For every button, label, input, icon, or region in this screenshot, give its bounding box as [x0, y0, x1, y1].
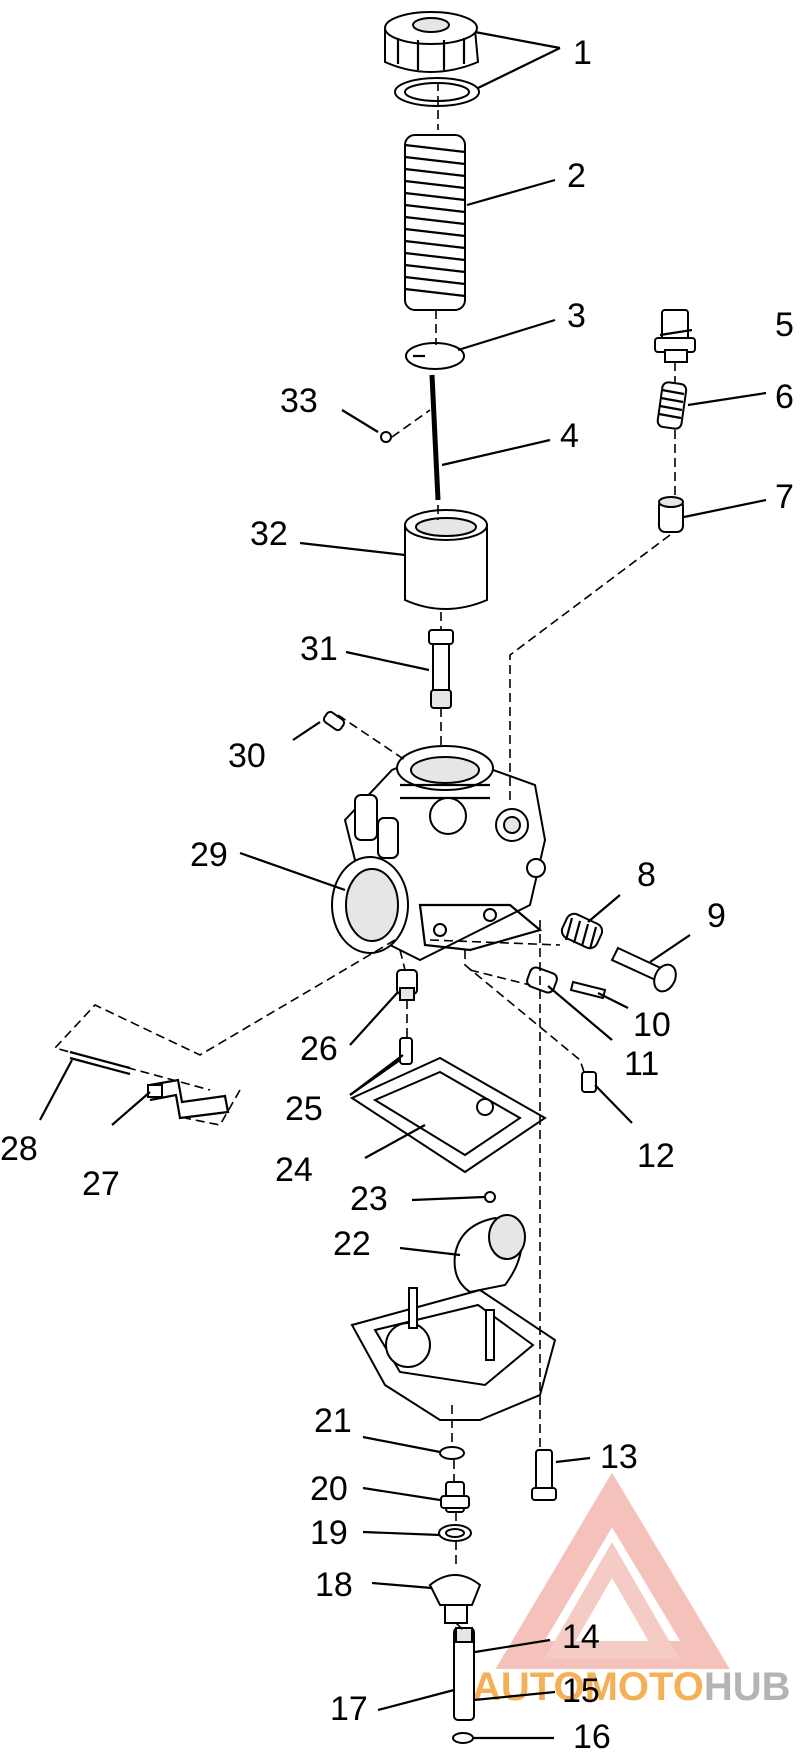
callout-15: 15	[562, 1672, 600, 1710]
part-mixture-screw	[610, 946, 677, 993]
callout-24: 24	[275, 1151, 313, 1189]
part-needle-jet	[428, 629, 454, 709]
callout-16: 16	[573, 1718, 611, 1754]
callout-7: 7	[775, 478, 794, 516]
part-bowl-screw	[531, 1449, 557, 1501]
watermark-text-hub: HUB	[704, 1665, 791, 1709]
callout-32: 32	[250, 515, 288, 553]
part-small-screw	[581, 1071, 597, 1093]
part-float	[453, 1214, 526, 1294]
part-drain-tube	[453, 1627, 475, 1721]
part-cap	[384, 11, 480, 73]
callout-11: 11	[624, 1045, 659, 1083]
part-vent-bracket	[147, 1078, 230, 1120]
callout-29: 29	[190, 836, 228, 874]
callout-1: 1	[573, 34, 592, 72]
part-choke-spring	[656, 381, 688, 430]
callout-27: 27	[82, 1165, 120, 1203]
callout-28: 28	[0, 1130, 38, 1168]
watermark-text-moto: MOTO	[585, 1665, 704, 1709]
callout-30: 30	[228, 737, 266, 775]
leader-lines	[39, 30, 767, 1740]
callout-6: 6	[775, 378, 794, 416]
part-retainer-plate	[405, 342, 465, 370]
part-drain-plug	[428, 1574, 482, 1624]
callout-3: 3	[567, 297, 586, 335]
callout-12: 12	[637, 1137, 675, 1175]
callout-10: 10	[633, 1006, 671, 1044]
callout-2: 2	[567, 157, 586, 195]
part-o-ring-21	[439, 1446, 465, 1460]
part-cap-gasket	[394, 77, 480, 107]
part-float-bowl-gasket	[349, 1056, 547, 1174]
part-throttle-slide	[404, 509, 488, 610]
part-choke-nut	[654, 309, 696, 363]
part-choke-plunger	[658, 496, 684, 533]
watermark: AUTOMOTOHUB	[472, 1472, 791, 1709]
callout-18: 18	[315, 1566, 353, 1604]
callout-22: 22	[333, 1225, 371, 1263]
part-main-jet	[396, 969, 418, 1001]
callout-17: 17	[330, 1690, 368, 1728]
part-pilot-jet	[322, 710, 346, 732]
callout-9: 9	[707, 897, 726, 935]
watermark-logo-triangle-inner	[544, 1542, 680, 1659]
part-float-bowl	[350, 1287, 557, 1421]
part-needle	[429, 374, 441, 501]
callout-5: 5	[775, 306, 794, 344]
part-screw-spring	[560, 912, 604, 950]
callout-14: 14	[562, 1618, 600, 1656]
callout-21: 21	[314, 1402, 352, 1440]
part-o-ring-19	[438, 1524, 472, 1542]
callout-13: 13	[600, 1438, 638, 1476]
part-carburetor-body	[331, 745, 547, 962]
part-idle-screw	[569, 980, 607, 1000]
part-float-needle	[399, 1037, 413, 1065]
part-spring	[404, 134, 466, 311]
callout-31: 31	[300, 630, 338, 668]
callout-19: 19	[310, 1514, 348, 1552]
callout-8: 8	[637, 856, 656, 894]
part-float-pin	[484, 1191, 496, 1203]
part-clip	[380, 431, 392, 443]
callout-33: 33	[280, 382, 318, 420]
part-tube-washer	[452, 1732, 474, 1744]
callout-labels: 1 2 3 4 5 6 7 8 9 10 11 12 13 14 15 16 1…	[0, 34, 794, 1754]
assembly-lines	[53, 82, 676, 1631]
svg-text:AUTOMOTOHUB: AUTOMOTOHUB	[472, 1665, 791, 1709]
part-drain-fitting	[440, 1481, 470, 1513]
callout-26: 26	[300, 1030, 338, 1068]
watermark-text-auto: AUTO	[472, 1665, 585, 1709]
callout-20: 20	[310, 1470, 348, 1508]
callout-25: 25	[285, 1090, 323, 1128]
callout-23: 23	[350, 1180, 388, 1218]
callout-4: 4	[560, 417, 579, 455]
